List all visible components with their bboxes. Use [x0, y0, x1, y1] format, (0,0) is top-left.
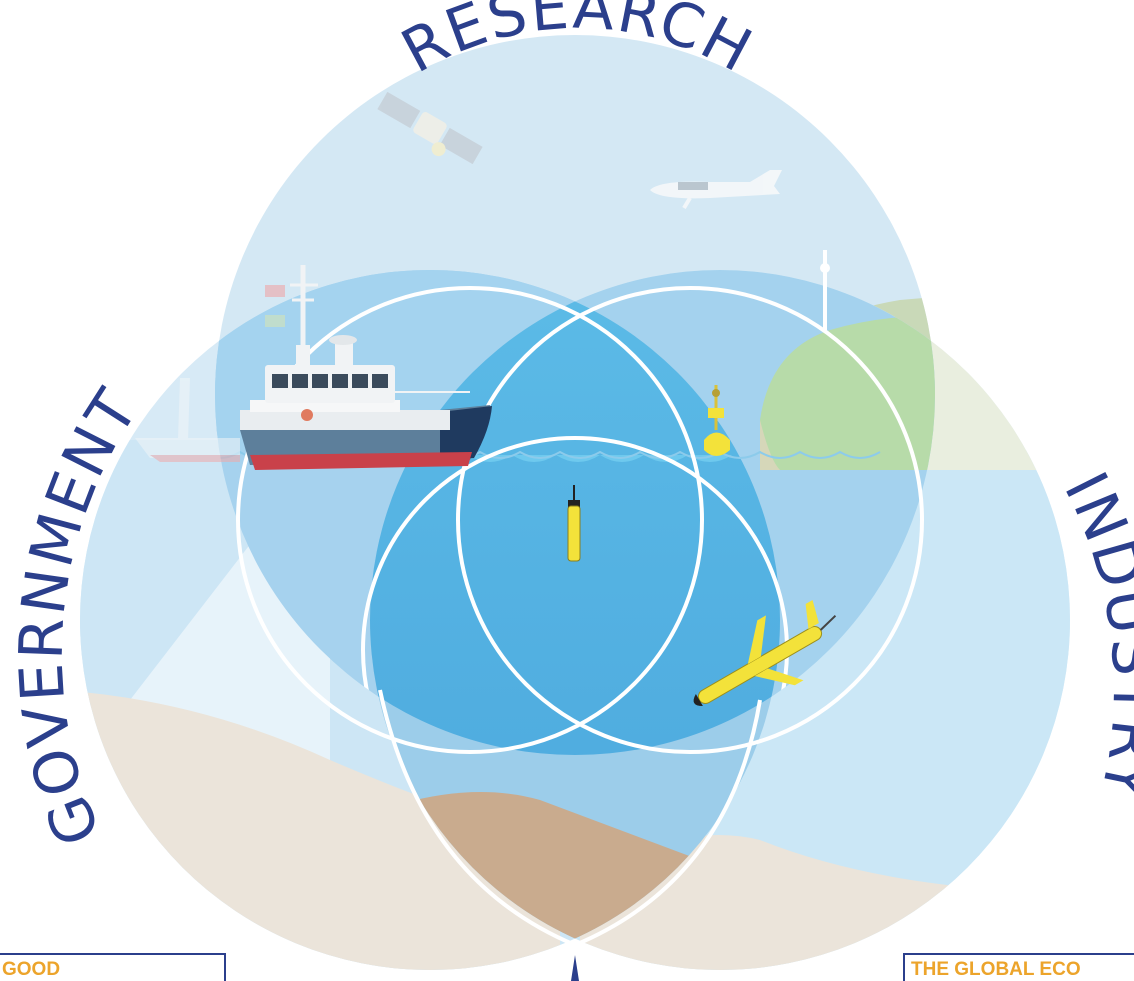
radio-tower-icon: [820, 250, 830, 330]
weather-buoy-icon: [704, 385, 730, 456]
airplane-icon: [650, 170, 782, 210]
bottom-pointer: [571, 955, 579, 981]
inner-circle-right: [456, 286, 924, 754]
research-vessel-icon: [135, 265, 492, 470]
bottom-left-text: GOOD: [2, 959, 61, 980]
lower-lens-outline: [378, 689, 762, 948]
inner-circle-left: [236, 286, 704, 754]
bottom-right-frame: [903, 953, 1134, 981]
profiling-float-icon: [567, 485, 581, 562]
underwater-glider-icon: [693, 600, 837, 707]
bottom-right-text: THE GLOBAL ECO: [911, 959, 1081, 980]
bottom-left-frame: [0, 953, 226, 981]
satellite-icon: [377, 91, 483, 165]
